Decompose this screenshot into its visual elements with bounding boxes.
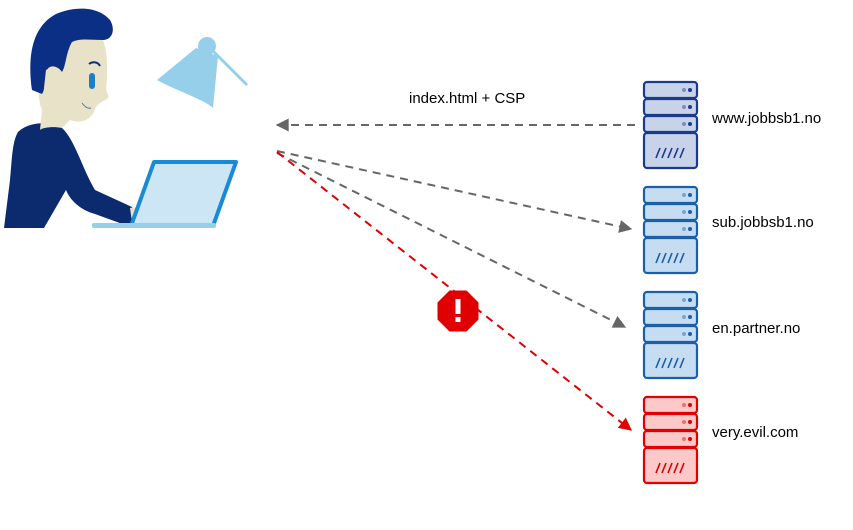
person-hair <box>30 8 113 94</box>
arrows <box>275 118 635 431</box>
desk-lamp-icon <box>157 37 249 108</box>
server-label-sub: sub.jobbsb1.no <box>712 214 814 231</box>
response-label: index.html + CSP <box>409 90 526 107</box>
request-arrow-sub <box>276 150 633 233</box>
server-label-www: www.jobbsb1.no <box>712 110 822 127</box>
laptop-icon <box>92 160 238 228</box>
warning-icon <box>437 290 479 332</box>
server-icon-en-partner-no <box>642 290 699 380</box>
person-shirt <box>4 123 140 228</box>
person-at-laptop-illustration <box>4 8 249 228</box>
request-arrow-partner <box>276 152 627 328</box>
server-label-evil: very.evil.com <box>712 424 799 441</box>
server-icon-sub-jobbsb1-no <box>642 185 699 275</box>
server-icon-very-evil-com <box>642 395 699 485</box>
server-label-partner: en.partner.no <box>712 320 801 337</box>
person-eye <box>89 73 95 89</box>
server-icon-www-jobbsb1-no <box>642 80 699 170</box>
